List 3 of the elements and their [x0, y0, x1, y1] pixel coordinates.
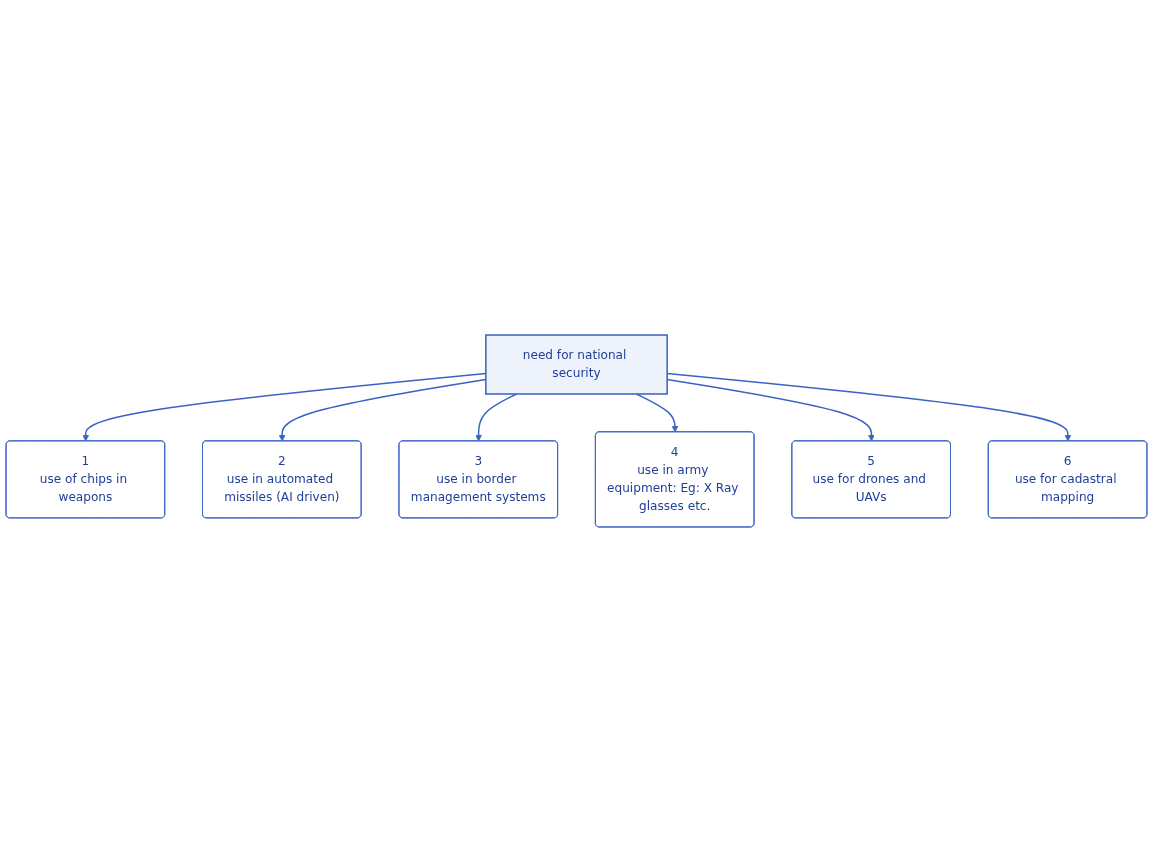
arrow	[475, 393, 518, 442]
node-box: need for national security	[485, 334, 668, 395]
arrow	[635, 393, 679, 433]
